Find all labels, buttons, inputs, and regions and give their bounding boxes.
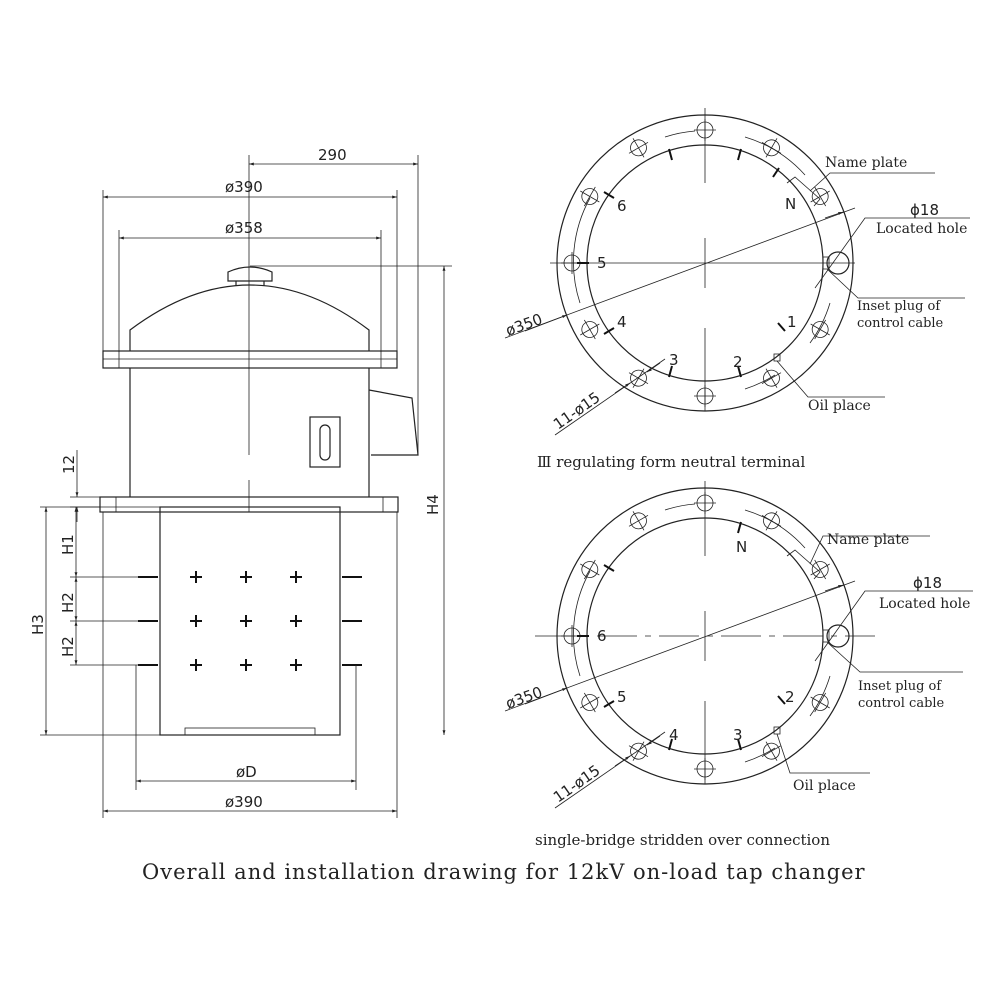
terminal-2: 2 <box>785 688 795 706</box>
sight-window <box>309 416 341 468</box>
holes-label: 11-ø15 <box>550 761 604 806</box>
dim-12-label: 12 <box>60 455 78 474</box>
plan-view-neutral-terminal: ø350 11-ø15 Name plate ϕ18 Located hole … <box>503 108 970 436</box>
caption-neutral-terminal: Ⅲ regulating form neutral terminal <box>537 453 805 471</box>
dim-dia390-top-label: ø390 <box>225 178 263 196</box>
top-flange <box>102 350 398 369</box>
oil-place-label: Oil place <box>808 398 871 414</box>
contact-grid <box>138 571 362 671</box>
dim-H2b-label: H2 <box>59 636 77 657</box>
phi18-label: ϕ18 <box>910 201 939 219</box>
terminal-3: 3 <box>669 351 679 369</box>
dim-dia390-bottom-label: ø390 <box>225 793 263 811</box>
name-plate-label: Name plate <box>825 155 907 171</box>
terminal-3: 3 <box>733 726 743 744</box>
dome-cover <box>129 284 370 351</box>
mounting-flange <box>99 496 399 513</box>
phi18-label: ϕ18 <box>913 574 942 592</box>
dim-H4-label: H4 <box>424 494 442 515</box>
side-view: 290 ø390 ø358 H4 <box>29 146 452 818</box>
inset-plug-label-2: control cable <box>858 696 945 711</box>
inset-plug-label-1: Inset plug of <box>858 679 942 694</box>
terminal-N: N <box>785 195 796 213</box>
dim-dia358-label: ø358 <box>225 219 263 237</box>
dia350-label: ø350 <box>503 310 545 340</box>
plan-view-single-bridge: ø350 11-ø15 Name plate ϕ18 Located hole … <box>503 481 973 809</box>
located-hole <box>826 624 850 648</box>
located-hole-label: Located hole <box>876 221 967 237</box>
dim-H1-label: H1 <box>59 534 77 555</box>
terminal-6: 6 <box>617 197 627 215</box>
terminal-1: 1 <box>787 313 797 331</box>
terminal-6: 6 <box>597 627 607 645</box>
oil-place-label: Oil place <box>793 778 856 794</box>
dim-H3-label: H3 <box>29 614 47 635</box>
drawing-title: Overall and installation drawing for 12k… <box>142 860 866 884</box>
inset-plug-label-2: control cable <box>857 316 944 331</box>
terminal-4: 4 <box>669 726 679 744</box>
top-knob <box>227 266 273 282</box>
located-hole <box>826 251 850 275</box>
caption-single-bridge: single-bridge stridden over connection <box>535 831 830 849</box>
located-hole-label: Located hole <box>879 596 970 612</box>
dim-290-label: 290 <box>318 146 347 164</box>
inset-plug-label-1: Inset plug of <box>857 299 941 314</box>
bolt-holes <box>561 119 830 407</box>
terminal-N: N <box>736 538 747 556</box>
dim-diaD-label: øD <box>236 763 257 781</box>
terminal-4: 4 <box>617 313 627 331</box>
dim-H2a-label: H2 <box>59 592 77 613</box>
side-motor-box <box>368 389 419 456</box>
dia350-label: ø350 <box>503 683 545 713</box>
name-plate-label: Name plate <box>827 532 909 548</box>
terminal-2: 2 <box>733 353 743 371</box>
terminal-5: 5 <box>597 254 607 272</box>
holes-label: 11-ø15 <box>550 388 604 433</box>
terminal-5: 5 <box>617 688 627 706</box>
